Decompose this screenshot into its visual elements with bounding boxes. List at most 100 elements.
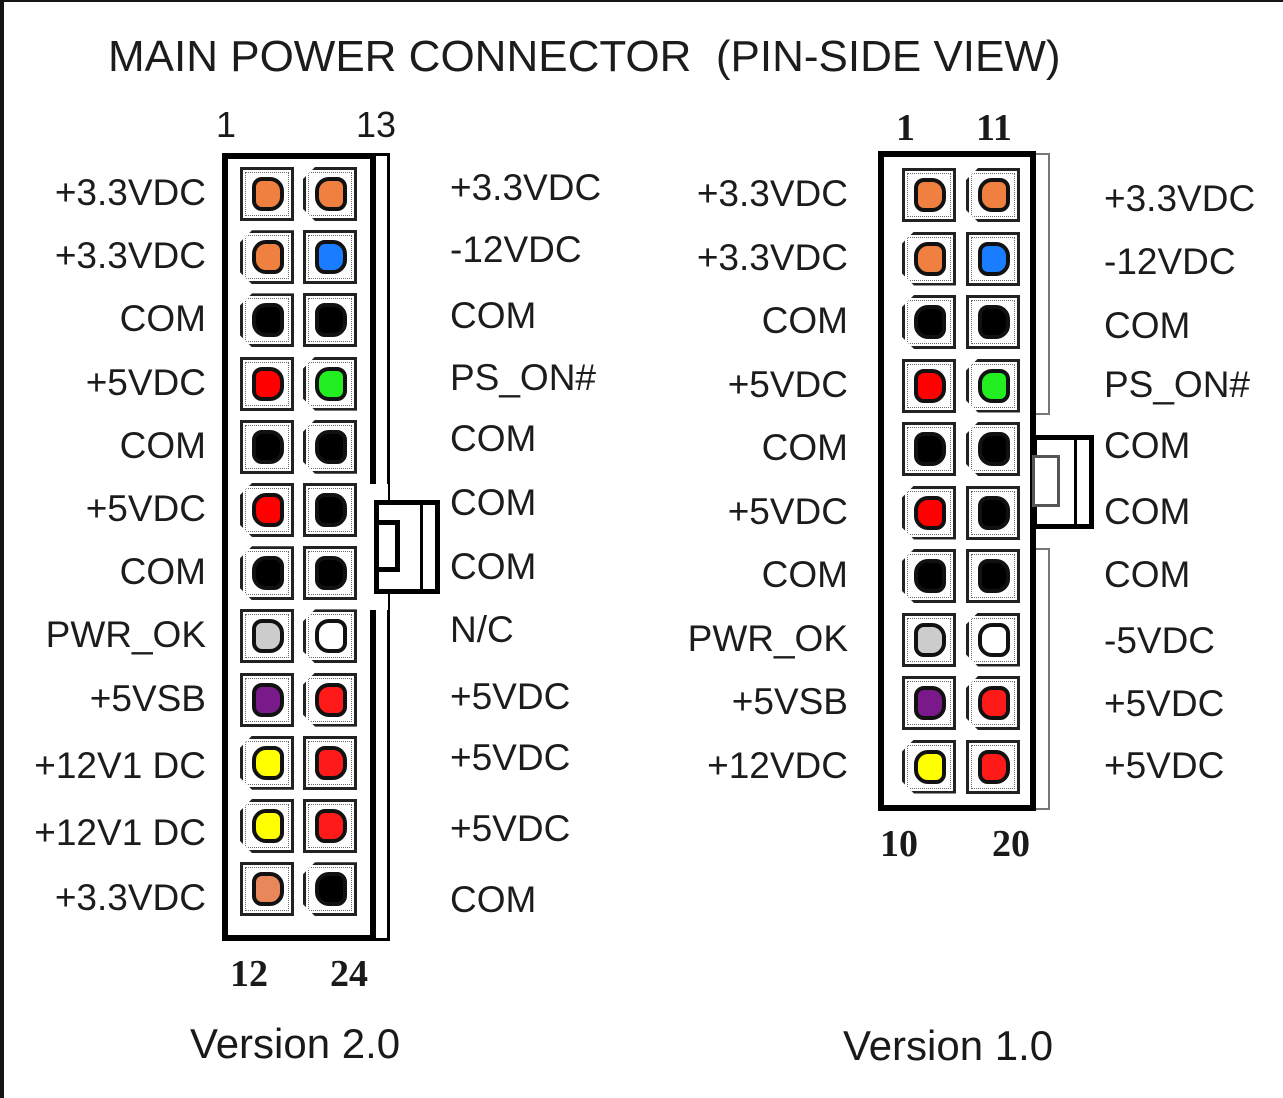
pin-number-20: 20 [992, 823, 1030, 865]
pin-terminal [966, 422, 1020, 476]
pin-terminal [902, 676, 956, 730]
wire-color-swatch [252, 177, 284, 211]
wire-color-swatch [315, 745, 347, 780]
wire-color-swatch [978, 241, 1010, 276]
wire-color-swatch [914, 305, 946, 339]
pin-label-left: PWR_OK [687, 617, 848, 659]
pin-terminal [240, 799, 294, 853]
pin-terminal [966, 549, 1020, 603]
wire-color-swatch [315, 240, 347, 275]
pin-terminal [240, 293, 294, 347]
pin-label-right: COM [1104, 425, 1191, 466]
pin-label-right: COM [1104, 305, 1191, 346]
pin-terminal [303, 862, 357, 916]
pin-terminal [240, 672, 294, 727]
wire-color-swatch [252, 746, 284, 780]
pin-label-left: +3.3VDC [54, 172, 206, 213]
pin-label-left: +12V1 DC [34, 744, 206, 786]
pin-label-left: COM [761, 554, 848, 595]
pin-terminal [303, 293, 357, 348]
diagram-title: MAIN POWER CONNECTOR (PIN-SIDE VIEW) [108, 32, 1061, 81]
image-border-left [0, 0, 4, 1098]
pin-label-left: +3.3VDC [696, 236, 848, 278]
pin-number-24: 24 [330, 953, 368, 995]
pin-label-right: COM [450, 295, 537, 337]
pin-label-right: +5VDC [450, 736, 571, 778]
pin-label-left: +3.3VDC [54, 877, 206, 919]
pin-label-right: N/C [450, 609, 514, 651]
pin-label-right: COM [450, 482, 537, 523]
pin-label-right: +3.3VDC [1104, 178, 1256, 219]
wire-color-swatch [252, 556, 284, 590]
pin-terminal [240, 862, 294, 917]
wire-color-swatch [978, 305, 1010, 339]
pin-label-left: COM [119, 298, 206, 340]
pin-label-left: +3.3VDC [54, 235, 206, 277]
pin-terminal [902, 232, 956, 286]
version-label: Version 2.0 [190, 1020, 401, 1067]
pin-terminal [902, 740, 956, 794]
pin-terminal [966, 359, 1020, 413]
pin-label-right: -5VDC [1104, 619, 1216, 661]
wire-color-swatch [252, 429, 284, 464]
wire-color-swatch [315, 619, 347, 653]
wire-color-swatch [252, 682, 284, 717]
pin-label-left: COM [119, 551, 206, 593]
latch-edge-line [1074, 440, 1077, 524]
pin-terminal [966, 168, 1020, 222]
pin-label-right: +5VDC [450, 808, 571, 849]
pin-terminal [902, 358, 956, 413]
pin-label-right: COM [450, 546, 537, 588]
pin-label-left: +5VDC [85, 361, 206, 403]
pin-label-right: -12VDC [1104, 240, 1236, 282]
wire-color-swatch [315, 872, 347, 906]
pin-label-right: -12VDC [450, 229, 582, 271]
latch-inner-tab [374, 520, 400, 572]
pin-label-left: +5VDC [85, 488, 206, 529]
pin-terminal [303, 230, 357, 285]
pin-label-right: +3.3VDC [450, 167, 602, 208]
wire-color-swatch [315, 493, 347, 527]
pin-label-left: COM [761, 427, 848, 468]
wire-color-swatch [252, 303, 284, 337]
wire-color-swatch [914, 622, 946, 657]
wire-color-swatch [978, 559, 1010, 593]
pin-label-left: +5VDC [727, 363, 848, 405]
wire-color-swatch [315, 177, 347, 211]
wire-color-swatch [914, 686, 946, 720]
pin-terminal [240, 419, 294, 474]
pin-terminal [240, 167, 294, 221]
pin-label-right: PS_ON# [1104, 363, 1251, 405]
wire-color-swatch [978, 623, 1010, 657]
pin-label-right: COM [450, 417, 537, 459]
pin-label-right: COM [1104, 554, 1191, 595]
wire-color-swatch [252, 493, 284, 527]
pin-label-left: COM [761, 300, 848, 341]
wire-color-swatch [914, 496, 946, 530]
wire-color-swatch [914, 559, 946, 593]
wire-color-swatch [252, 809, 284, 843]
pin-terminal [240, 609, 294, 664]
wire-color-swatch [914, 432, 946, 466]
pin-terminal [902, 612, 956, 667]
pin-terminal [303, 167, 357, 221]
pin-terminal [902, 549, 956, 603]
pin-terminal [240, 356, 294, 411]
pin-terminal [966, 676, 1020, 730]
pin-label-right: COM [1104, 490, 1191, 532]
wire-color-swatch [252, 366, 284, 401]
pin-number-11: 11 [976, 107, 1012, 149]
pin-terminal [240, 230, 294, 284]
pin-number-13: 13 [356, 104, 397, 145]
pin-terminal [303, 799, 357, 853]
pin-terminal [902, 422, 956, 476]
version-label: Version 1.0 [843, 1022, 1054, 1069]
pin-label-left: PWR_OK [45, 614, 206, 656]
wire-color-swatch [315, 430, 347, 464]
wire-color-swatch [315, 303, 347, 338]
pin-terminal [902, 486, 956, 540]
wire-color-swatch [315, 809, 347, 843]
pin-number-1: 1 [216, 104, 237, 145]
latch-edge-line [420, 505, 423, 589]
pin-terminal [303, 609, 357, 663]
